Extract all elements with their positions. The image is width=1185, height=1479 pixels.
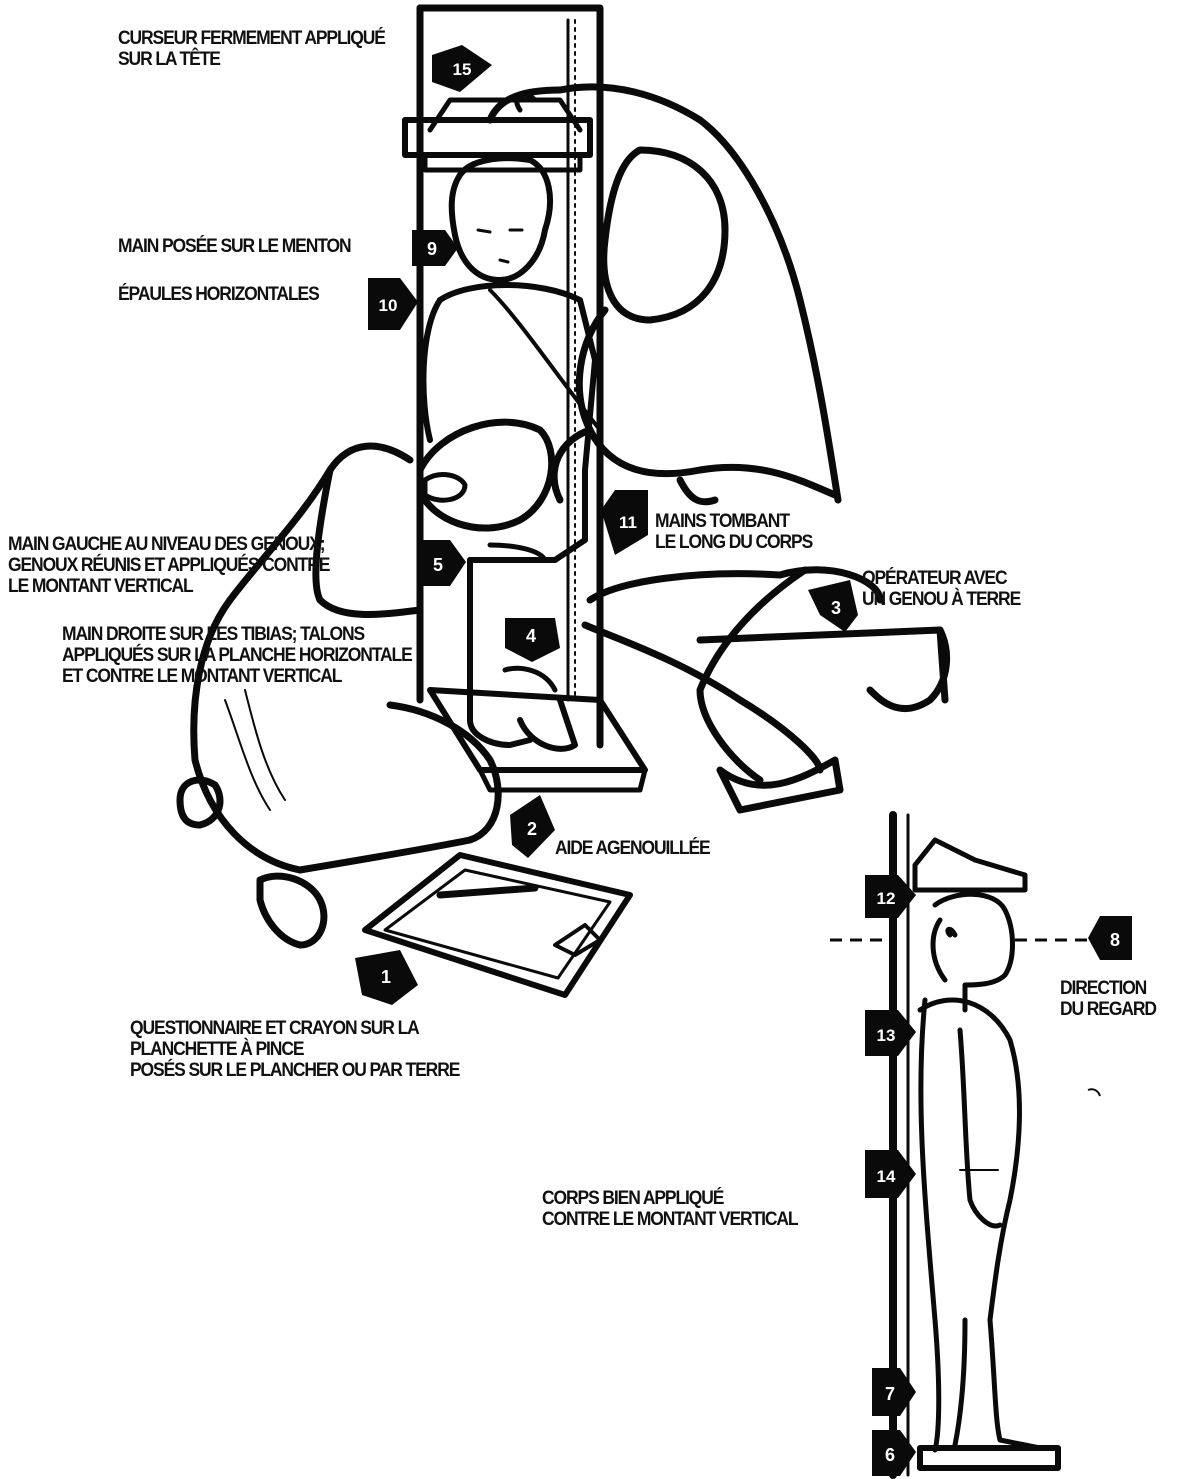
label-9-line-1: MAIN POSÉE SUR LE MENTON	[118, 236, 351, 257]
standing-person	[920, 894, 1040, 1450]
badge-2-text: 2	[527, 819, 537, 839]
badge-12-text: 12	[877, 889, 896, 908]
label-4-line-1: MAIN DROITE SUR LES TIBIAS; TALONS	[62, 624, 412, 645]
badge-8-icon: 8	[1088, 916, 1132, 960]
badge-8-text: 8	[1110, 930, 1120, 950]
label-1-line-1: QUESTIONNAIRE ET CRAYON SUR LA	[130, 1018, 459, 1039]
label-10-line-1: ÉPAULES HORIZONTALES	[118, 284, 319, 305]
label-5: MAIN GAUCHE AU NIVEAU DES GENOUX; GENOUX…	[8, 534, 329, 597]
badge-15-text: 15	[453, 60, 472, 79]
label-11: MAINS TOMBANT LE LONG DU CORPS	[655, 511, 812, 553]
badge-2-icon: 2	[510, 795, 555, 858]
badge-10-text: 10	[379, 296, 398, 315]
standing-board	[893, 815, 1058, 1475]
badge-10-icon: 10	[368, 278, 418, 330]
badge-7-text: 7	[885, 1384, 895, 1404]
badge-5-icon: 5	[420, 540, 466, 586]
measuring-board	[405, 8, 645, 790]
badge-11-icon: 11	[601, 490, 648, 555]
badge-1-text: 1	[381, 967, 391, 987]
badge-11-text: 11	[619, 513, 637, 532]
label-9: MAIN POSÉE SUR LE MENTON	[118, 236, 351, 257]
label-1: QUESTIONNAIRE ET CRAYON SUR LA PLANCHETT…	[130, 1018, 459, 1081]
label-5-line-2: GENOUX RÉUNIS ET APPLIQUÉS CONTRE	[8, 555, 329, 576]
label-1-line-3: POSÉS SUR LE PLANCHER OU PAR TERRE	[130, 1060, 459, 1081]
label-1-line-2: PLANCHETTE À PINCE	[130, 1039, 459, 1060]
badge-15-icon: 15	[432, 45, 492, 92]
label-15-line-1: CURSEUR FERMEMENT APPLIQUÉ	[118, 28, 385, 49]
badge-14-text: 14	[877, 1167, 896, 1186]
label-8: DIRECTION DU REGARD	[1060, 978, 1156, 1020]
label-8-line-2: DU REGARD	[1060, 999, 1156, 1020]
label-14-line-1: CORPS BIEN APPLIQUÉ	[542, 1188, 798, 1209]
label-4-line-3: ET CONTRE LE MONTANT VERTICAL	[62, 666, 412, 687]
label-14: CORPS BIEN APPLIQUÉ CONTRE LE MONTANT VE…	[542, 1188, 798, 1230]
label-5-line-1: MAIN GAUCHE AU NIVEAU DES GENOUX;	[8, 534, 329, 555]
label-15-line-2: SUR LA TÊTE	[118, 49, 385, 70]
badge-9-icon: 9	[412, 230, 458, 266]
badge-5-text: 5	[433, 555, 443, 575]
label-14-line-2: CONTRE LE MONTANT VERTICAL	[542, 1209, 798, 1230]
label-11-line-1: MAINS TOMBANT	[655, 511, 812, 532]
badge-9-text: 9	[427, 239, 437, 259]
badge-13-text: 13	[877, 1026, 896, 1045]
label-8-line-1: DIRECTION	[1060, 978, 1156, 999]
badge-4-text: 4	[526, 626, 536, 646]
badge-3-icon: 3	[808, 580, 858, 632]
label-2-line-1: AIDE AGENOUILLÉE	[555, 838, 710, 859]
label-15: CURSEUR FERMEMENT APPLIQUÉ SUR LA TÊTE	[118, 28, 385, 70]
badge-4-icon: 4	[505, 618, 560, 662]
badge-6-text: 6	[885, 1445, 895, 1465]
label-10: ÉPAULES HORIZONTALES	[118, 284, 319, 305]
label-2: AIDE AGENOUILLÉE	[555, 838, 710, 859]
label-3-line-1: OPÉRATEUR AVEC	[862, 568, 1020, 589]
label-5-line-3: LE MONTANT VERTICAL	[8, 576, 329, 597]
label-4-line-2: APPLIQUÉS SUR LA PLANCHE HORIZONTALE	[62, 645, 412, 666]
label-3: OPÉRATEUR AVEC UN GENOU À TERRE	[862, 568, 1020, 610]
label-3-line-2: UN GENOU À TERRE	[862, 589, 1020, 610]
badge-1-icon: 1	[355, 950, 418, 1005]
label-11-line-2: LE LONG DU CORPS	[655, 532, 812, 553]
badge-3-text: 3	[831, 598, 841, 618]
label-4: MAIN DROITE SUR LES TIBIAS; TALONS APPLI…	[62, 624, 412, 687]
